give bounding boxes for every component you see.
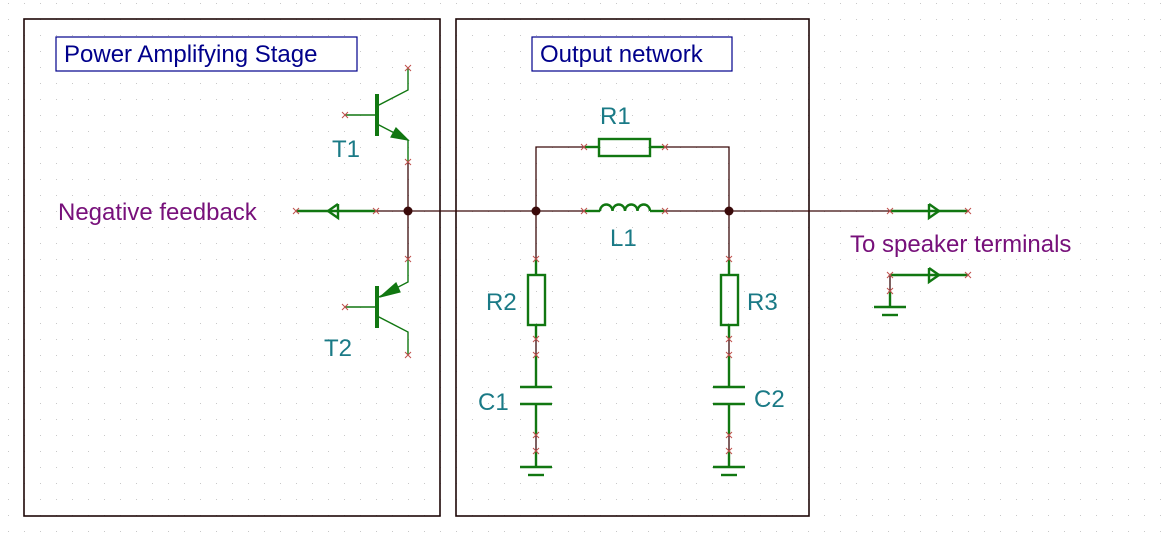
pin-marker	[725, 447, 733, 455]
l1-label: L1	[610, 225, 637, 252]
speaker-port-ground[interactable]	[890, 267, 968, 285]
pin-marker	[341, 111, 349, 119]
transistor-t1[interactable]: T1	[332, 68, 410, 163]
power-stage-title: Power Amplifying Stage	[55, 36, 358, 72]
pin-marker	[886, 287, 894, 295]
pin-marker	[404, 255, 412, 263]
resistor-r1[interactable]: R1	[584, 103, 665, 158]
power-stage-title-text: Power Amplifying Stage	[64, 41, 317, 68]
output-network-title-text: Output network	[540, 41, 704, 68]
pin-marker	[661, 143, 669, 151]
pin-marker	[404, 351, 412, 359]
pin-marker	[532, 447, 540, 455]
pin-marker	[725, 431, 733, 439]
power-stage-frame	[23, 18, 441, 517]
pin-marker	[292, 207, 300, 215]
pin-marker	[532, 255, 540, 263]
grid-dots	[8, 3, 1161, 532]
pin-marker	[725, 351, 733, 359]
output-network-title: Output network	[531, 36, 733, 72]
capacitor-c2[interactable]: C2	[713, 355, 785, 435]
pin-marker	[886, 271, 894, 279]
r1-label: R1	[600, 103, 631, 130]
t1-label: T1	[332, 136, 360, 163]
t2-label: T2	[324, 335, 352, 362]
pin-marker	[372, 207, 380, 215]
pin-marker	[661, 207, 669, 215]
wires	[376, 146, 891, 451]
r2-label: R2	[486, 289, 517, 316]
ground-icon	[874, 291, 906, 317]
capacitor-c1[interactable]: C1	[478, 355, 552, 435]
feedback-label: Negative feedback	[58, 199, 258, 226]
feedback-port[interactable]: Negative feedback	[58, 199, 376, 226]
r3-label: R3	[747, 289, 778, 316]
pin-marker	[404, 64, 412, 72]
transistor-t2[interactable]: T2	[324, 259, 409, 362]
pin-marker	[532, 335, 540, 343]
pin-marker	[580, 207, 588, 215]
speaker-label: To speaker terminals	[850, 231, 1071, 258]
ground-icon	[520, 451, 552, 477]
pin-marker	[404, 158, 412, 166]
pin-marker	[532, 431, 540, 439]
output-network-frame	[455, 18, 810, 517]
pin-marker	[725, 255, 733, 263]
pin-marker	[580, 143, 588, 151]
pin-marker	[886, 207, 894, 215]
pin-markers	[292, 64, 972, 455]
pin-marker	[964, 271, 972, 279]
speaker-port-positive[interactable]	[890, 203, 968, 221]
c2-label: C2	[754, 386, 785, 413]
inductor-l1[interactable]: L1	[584, 203, 665, 252]
resistor-r3[interactable]: R3	[719, 259, 778, 339]
pin-marker	[725, 335, 733, 343]
junction-node	[403, 206, 413, 216]
c1-label: C1	[478, 389, 509, 416]
pin-marker	[964, 207, 972, 215]
ground-icon	[713, 451, 745, 477]
junction-node	[724, 206, 734, 216]
pin-marker	[341, 303, 349, 311]
resistor-r2[interactable]: R2	[486, 259, 547, 339]
pin-marker	[532, 351, 540, 359]
junction-node	[531, 206, 541, 216]
